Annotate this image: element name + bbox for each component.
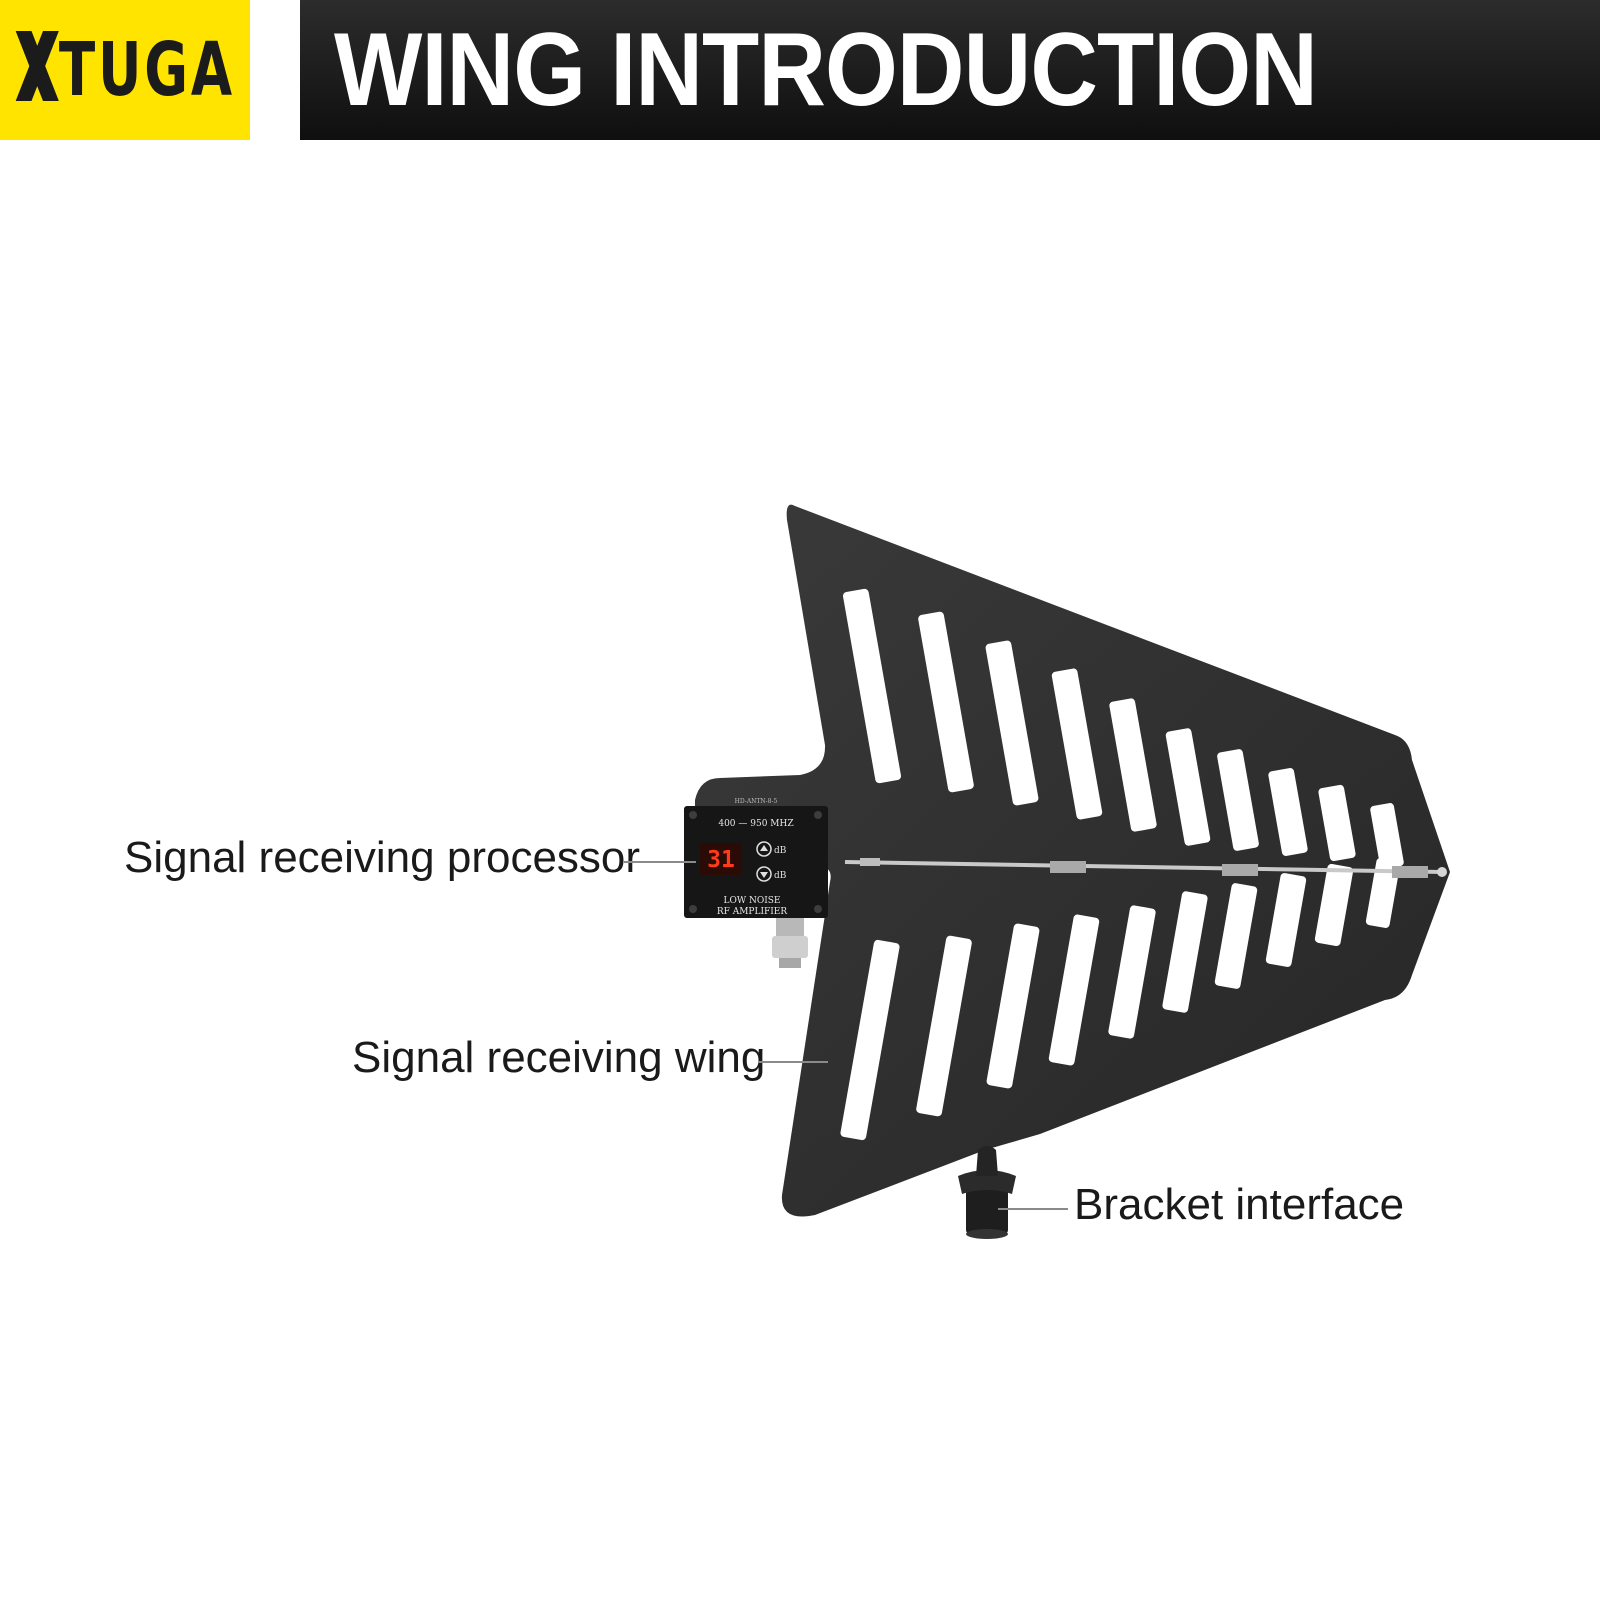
callout-bracket-line	[998, 1208, 1068, 1210]
brand-name: TUGA	[58, 27, 235, 113]
svg-text:dB: dB	[774, 846, 787, 856]
callout-wing-line	[758, 1061, 828, 1063]
callout-processor: Signal receiving processor	[124, 833, 641, 882]
callout-wing: Signal receiving wing	[352, 1033, 766, 1082]
page-title: WING INTRODUCTION	[334, 11, 1318, 128]
x-mark-icon	[15, 31, 59, 101]
svg-text:RF AMPLIFIER: RF AMPLIFIER	[717, 907, 788, 917]
svg-text:400 — 950 MHZ: 400 — 950 MHZ	[718, 819, 793, 829]
center-rod	[844, 858, 1447, 878]
lower-slots	[840, 858, 1401, 1141]
svg-text:LOW NOISE: LOW NOISE	[723, 896, 780, 906]
led-display: 31	[707, 847, 735, 873]
header-bar: WING INTRODUCTION	[300, 0, 1600, 140]
upper-slots	[842, 588, 1404, 869]
svg-text:dB: dB	[774, 871, 787, 881]
amplifier-box: 31 dB dB 400 — 950 MHZ HD-ANTN-8-5 LOW N…	[684, 798, 828, 918]
svg-text:HD-ANTN-8-5: HD-ANTN-8-5	[735, 798, 778, 805]
callout-bracket: Bracket interface	[1074, 1180, 1405, 1229]
gain-down-icon	[756, 866, 772, 882]
bnc-connector	[772, 918, 808, 968]
callout-processor-line	[624, 861, 696, 863]
brand-logo: TUGA	[0, 0, 250, 140]
gain-up-icon	[756, 841, 772, 857]
brand-logo-text: TUGA	[15, 27, 234, 113]
bracket-mount	[958, 1146, 1016, 1239]
